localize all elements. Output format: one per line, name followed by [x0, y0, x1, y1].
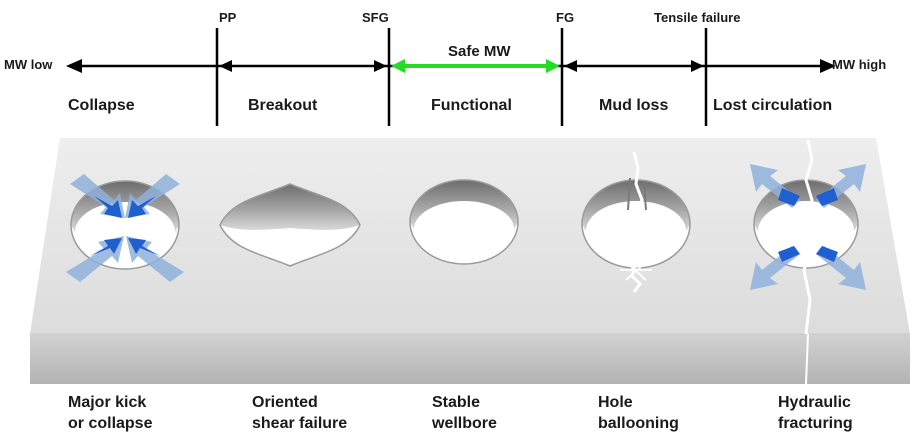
- safe-mw-arrowhead-left: [391, 59, 405, 73]
- caption-stable: Stable wellbore: [432, 392, 497, 434]
- slab-front-face: [30, 334, 910, 384]
- axis-arrow-tensile-left: [691, 60, 704, 72]
- zone-label-lost-circulation: Lost circulation: [713, 97, 832, 115]
- caption-line: shear failure: [252, 413, 347, 434]
- hole-stable: [410, 180, 518, 264]
- tick-label-pp: PP: [219, 10, 236, 25]
- zone-label-collapse: Collapse: [68, 97, 135, 115]
- tick-label-tensile: Tensile failure: [654, 10, 740, 25]
- axis-arrow-sfg-left: [374, 60, 387, 72]
- safe-mw-label: Safe MW: [448, 43, 511, 60]
- safe-mw-arrowhead-right: [546, 59, 560, 73]
- caption-line: Hydraulic: [778, 392, 853, 413]
- zone-label-functional: Functional: [431, 97, 512, 115]
- axis-arrow-left: [66, 59, 82, 73]
- caption-line: Major kick: [68, 392, 152, 413]
- tick-label-sfg: SFG: [362, 10, 389, 25]
- caption-ballooning: Hole ballooning: [598, 392, 679, 434]
- caption-line: wellbore: [432, 413, 497, 434]
- mw-low-label: MW low: [4, 57, 52, 72]
- caption-breakout: Oriented shear failure: [252, 392, 347, 434]
- axis-arrow-fg-right: [564, 60, 577, 72]
- zone-label-breakout: Breakout: [248, 97, 317, 115]
- caption-line: Oriented: [252, 392, 347, 413]
- caption-hydraulic: Hydraulic fracturing: [778, 392, 853, 434]
- caption-line: or collapse: [68, 413, 152, 434]
- caption-line: Hole: [598, 392, 679, 413]
- caption-collapse: Major kick or collapse: [68, 392, 152, 434]
- caption-line: ballooning: [598, 413, 679, 434]
- axis-arrow-pp-left: [219, 60, 232, 72]
- zone-label-mud-loss: Mud loss: [599, 97, 668, 115]
- tick-label-fg: FG: [556, 10, 574, 25]
- caption-line: Stable: [432, 392, 497, 413]
- caption-line: fracturing: [778, 413, 853, 434]
- mw-high-label: MW high: [832, 57, 886, 72]
